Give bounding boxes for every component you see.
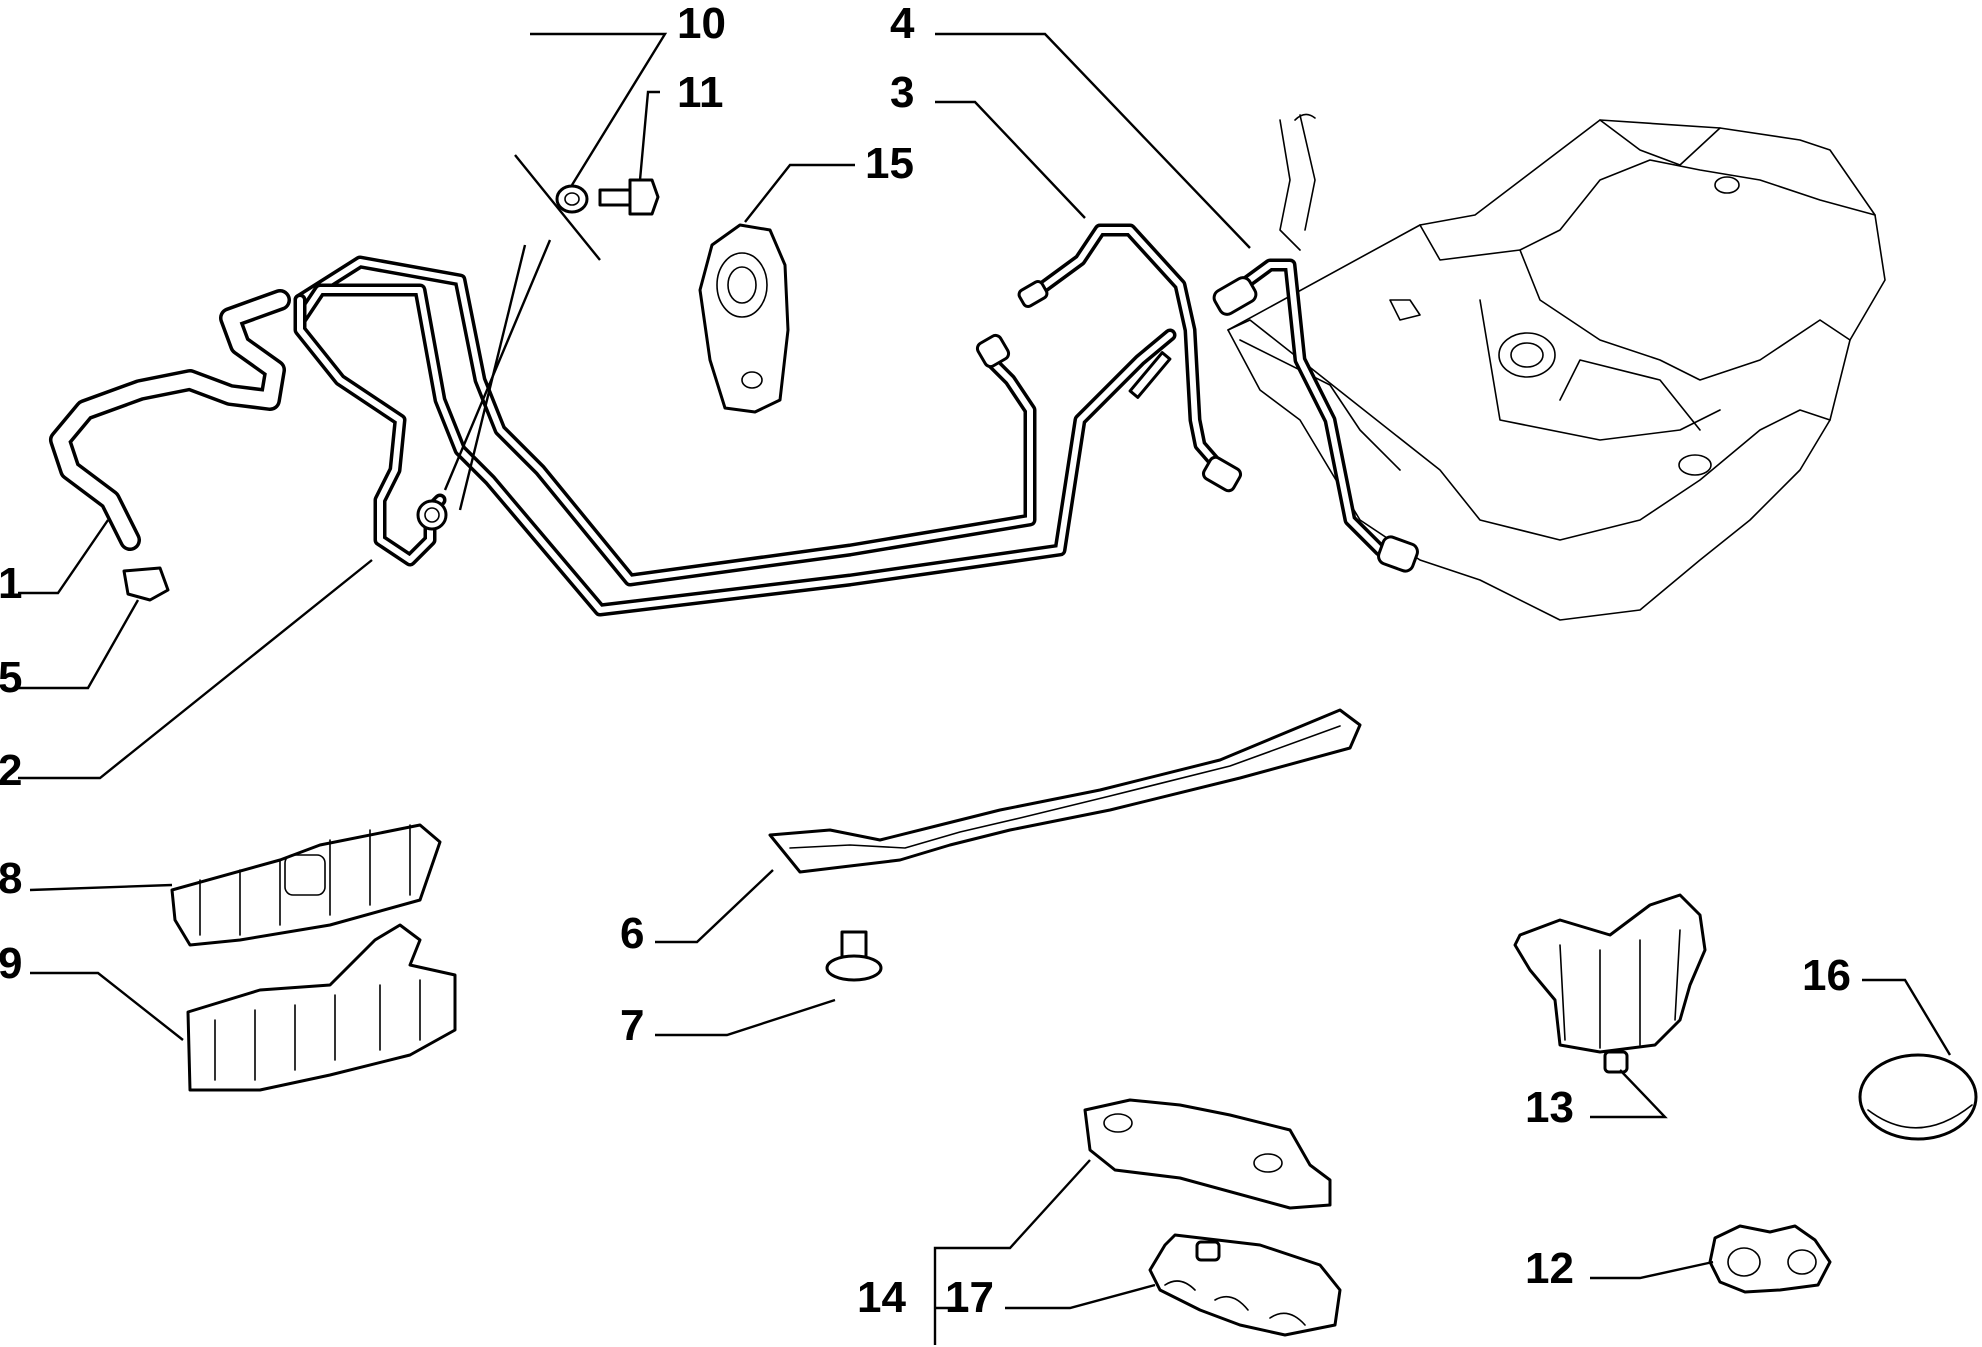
callout-4: 4	[890, 0, 915, 48]
callout-5: 5	[0, 653, 22, 702]
callout-17: 17	[945, 1273, 994, 1322]
pipe-4	[1212, 258, 1419, 573]
clip-8	[170, 823, 442, 947]
callout-9: 9	[0, 939, 22, 988]
callout-11: 11	[677, 68, 724, 117]
washer-10	[555, 184, 589, 214]
fuel-tank	[1227, 113, 1886, 621]
cover-15	[698, 223, 790, 414]
callout-8: 8	[0, 854, 22, 903]
callout-10: 10	[677, 0, 726, 48]
pipe-3	[1017, 223, 1243, 493]
callout-16: 16	[1802, 951, 1851, 1000]
callout-12: 12	[1525, 1244, 1574, 1293]
callout-6: 6	[620, 909, 644, 958]
callout-15: 15	[865, 139, 914, 188]
cap-16	[1858, 1053, 1978, 1141]
bracket-13	[1513, 893, 1707, 1074]
callout-labels: 1 2 3 4 5 6 7 8 9 10 11 12 13 14 15 16 1…	[0, 0, 1851, 1322]
fuel-pipes	[293, 255, 1177, 617]
clip-9	[186, 923, 457, 1092]
callout-2: 2	[0, 746, 22, 795]
callout-3: 3	[890, 68, 914, 117]
crossmember-6	[768, 708, 1362, 874]
clip-17	[1148, 1233, 1342, 1337]
hose-1	[49, 289, 291, 551]
bolt-7	[825, 930, 883, 982]
callout-7: 7	[620, 1001, 644, 1050]
callout-13: 13	[1525, 1083, 1574, 1132]
callout-1: 1	[0, 559, 22, 608]
cap-5	[122, 566, 170, 602]
callout-14: 14	[857, 1273, 906, 1322]
bracket-14	[1083, 1098, 1332, 1210]
bolt-11	[598, 178, 660, 216]
clip-12	[1708, 1224, 1832, 1294]
leader-lines	[18, 32, 1952, 1345]
